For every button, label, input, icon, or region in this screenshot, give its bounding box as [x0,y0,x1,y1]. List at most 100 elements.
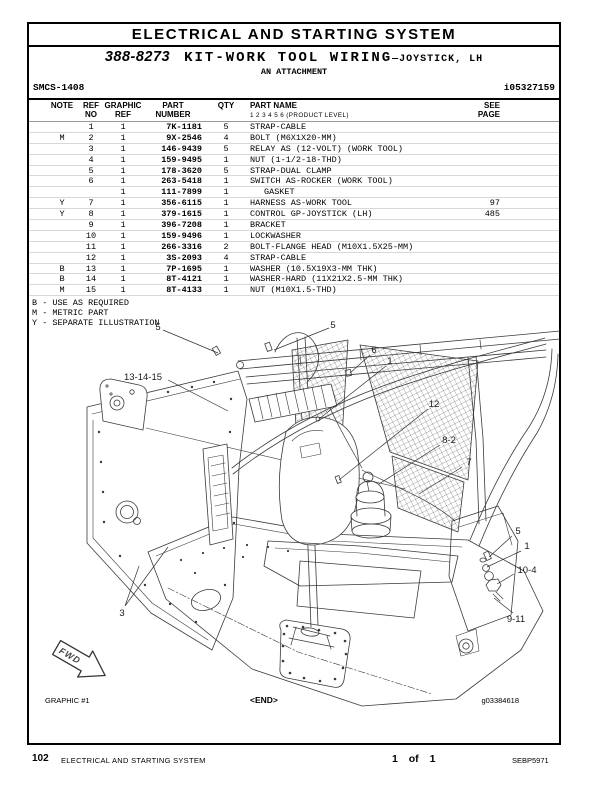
cell-name: CONTROL GP-JOYSTICK (LH) [250,209,373,220]
cell-graphic: 1 [120,274,126,285]
cell-part: 8T-4121 [166,274,202,285]
cell-page [455,166,500,176]
cell-note: B [59,263,65,274]
cell-page: 485 [484,209,500,220]
cell-note: Y [59,209,65,220]
section-title-band: ELECTRICAL AND STARTING SYSTEM [29,24,559,47]
cell-graphic: 1 [120,165,126,176]
cell-note: B [59,274,65,285]
cell-part: 111-7899 [161,187,202,198]
cell-note: Y [59,198,65,209]
cell-note [44,231,80,241]
cell-note [44,155,80,165]
kit-part-number: 388-8273 [104,49,171,65]
footnote-y: Y - SEPARATE ILLUSTRATION [32,318,160,329]
cell-part: 266-3316 [161,241,202,252]
end-marker: <END> [250,695,278,705]
cell-pad [29,209,44,219]
cell-qty: 1 [223,187,229,198]
section-title: ELECTRICAL AND STARTING SYSTEM [131,26,457,43]
cell-page [455,155,500,165]
cell-pad [29,242,44,252]
col-header-part-number: PART NUMBER [155,101,191,119]
cell-pad [29,198,44,208]
cell-ref: 13 [85,263,97,274]
cell-ref: 9 [88,220,94,230]
cell-part: 159-9495 [161,154,202,165]
cell-part: 356-6115 [161,198,202,209]
cell-note [44,187,80,197]
cell-name: GASKET [264,187,295,198]
cell-page [455,176,500,186]
cell-name: RELAY AS (12-VOLT) (WORK TOOL) [250,143,404,154]
page-border: ELECTRICAL AND STARTING SYSTEM 388-8273 K… [27,22,561,745]
cell-ref: 7 [88,198,94,209]
cell-pad [29,253,44,263]
smcs-code: SMCS-1408 [33,82,85,93]
cell-qty: 1 [223,154,229,165]
cell-page [455,187,500,197]
cell-pad [29,274,44,284]
kit-name: KIT-WORK TOOL WIRING [184,50,393,66]
cell-ref: 8 [88,209,94,220]
cell-part: 178-3620 [161,165,202,176]
cell-qty: 4 [223,252,229,263]
cell-name: STRAP-CABLE [250,122,307,132]
cell-page [455,285,500,295]
footer-page-number: 102 [32,753,49,764]
cell-note [44,144,80,154]
cell-note [44,122,80,132]
cell-name: BRACKET [250,220,286,230]
cell-pad [29,176,44,186]
cell-note [44,242,80,252]
table-footnotes: B - USE AS REQUIRED M - METRIC PART Y - … [29,296,559,328]
cell-graphic: 1 [120,220,126,230]
footer-manual-code: SEBP5971 [512,756,549,765]
cell-name: WASHER-HARD (11X21X2.5-MM THK) [250,274,404,285]
cell-pad [29,231,44,241]
cell-name: BOLT-FLANGE HEAD (M10X1.5X25-MM) [250,241,414,252]
cell-ref: 6 [88,176,94,187]
cell-name: HARNESS AS-WORK TOOL [250,198,353,209]
cell-page [455,220,500,230]
cell-qty: 4 [223,132,229,143]
cell-part: 396-7208 [161,220,202,230]
cell-page [455,133,500,143]
graphic-label: GRAPHIC #1 [45,696,90,705]
footnote-b: B - USE AS REQUIRED [32,298,129,309]
cell-part: 159-9496 [161,230,202,241]
kit-subtitle: AN ATTACHMENT [260,67,328,77]
cell-ref: 10 [85,230,97,241]
cell-qty: 1 [223,220,229,230]
cell-ref: 14 [85,274,97,285]
cell-name: NUT (1-1/2-18-THD) [250,154,342,165]
cell-name: WASHER (10.5X19X3-MM THK) [250,263,378,274]
cell-name: SWITCH AS-ROCKER (WORK TOOL) [250,176,393,187]
cell-ref: 11 [85,241,97,252]
cell-qty: 1 [223,263,229,274]
cell-graphic: 1 [120,187,126,198]
cell-graphic: 1 [120,230,126,241]
cell-pad [29,285,44,295]
cell-note [44,166,80,176]
cell-ref: 4 [88,154,94,165]
cell-graphic: 1 [120,252,126,263]
cell-pad [29,122,44,132]
cell-graphic: 1 [120,209,126,220]
cell-qty: 1 [223,209,229,220]
cell-ref: 5 [88,165,94,176]
cell-note: M [59,132,65,143]
cell-note [44,176,80,186]
col-header-note: NOTE [50,101,74,110]
